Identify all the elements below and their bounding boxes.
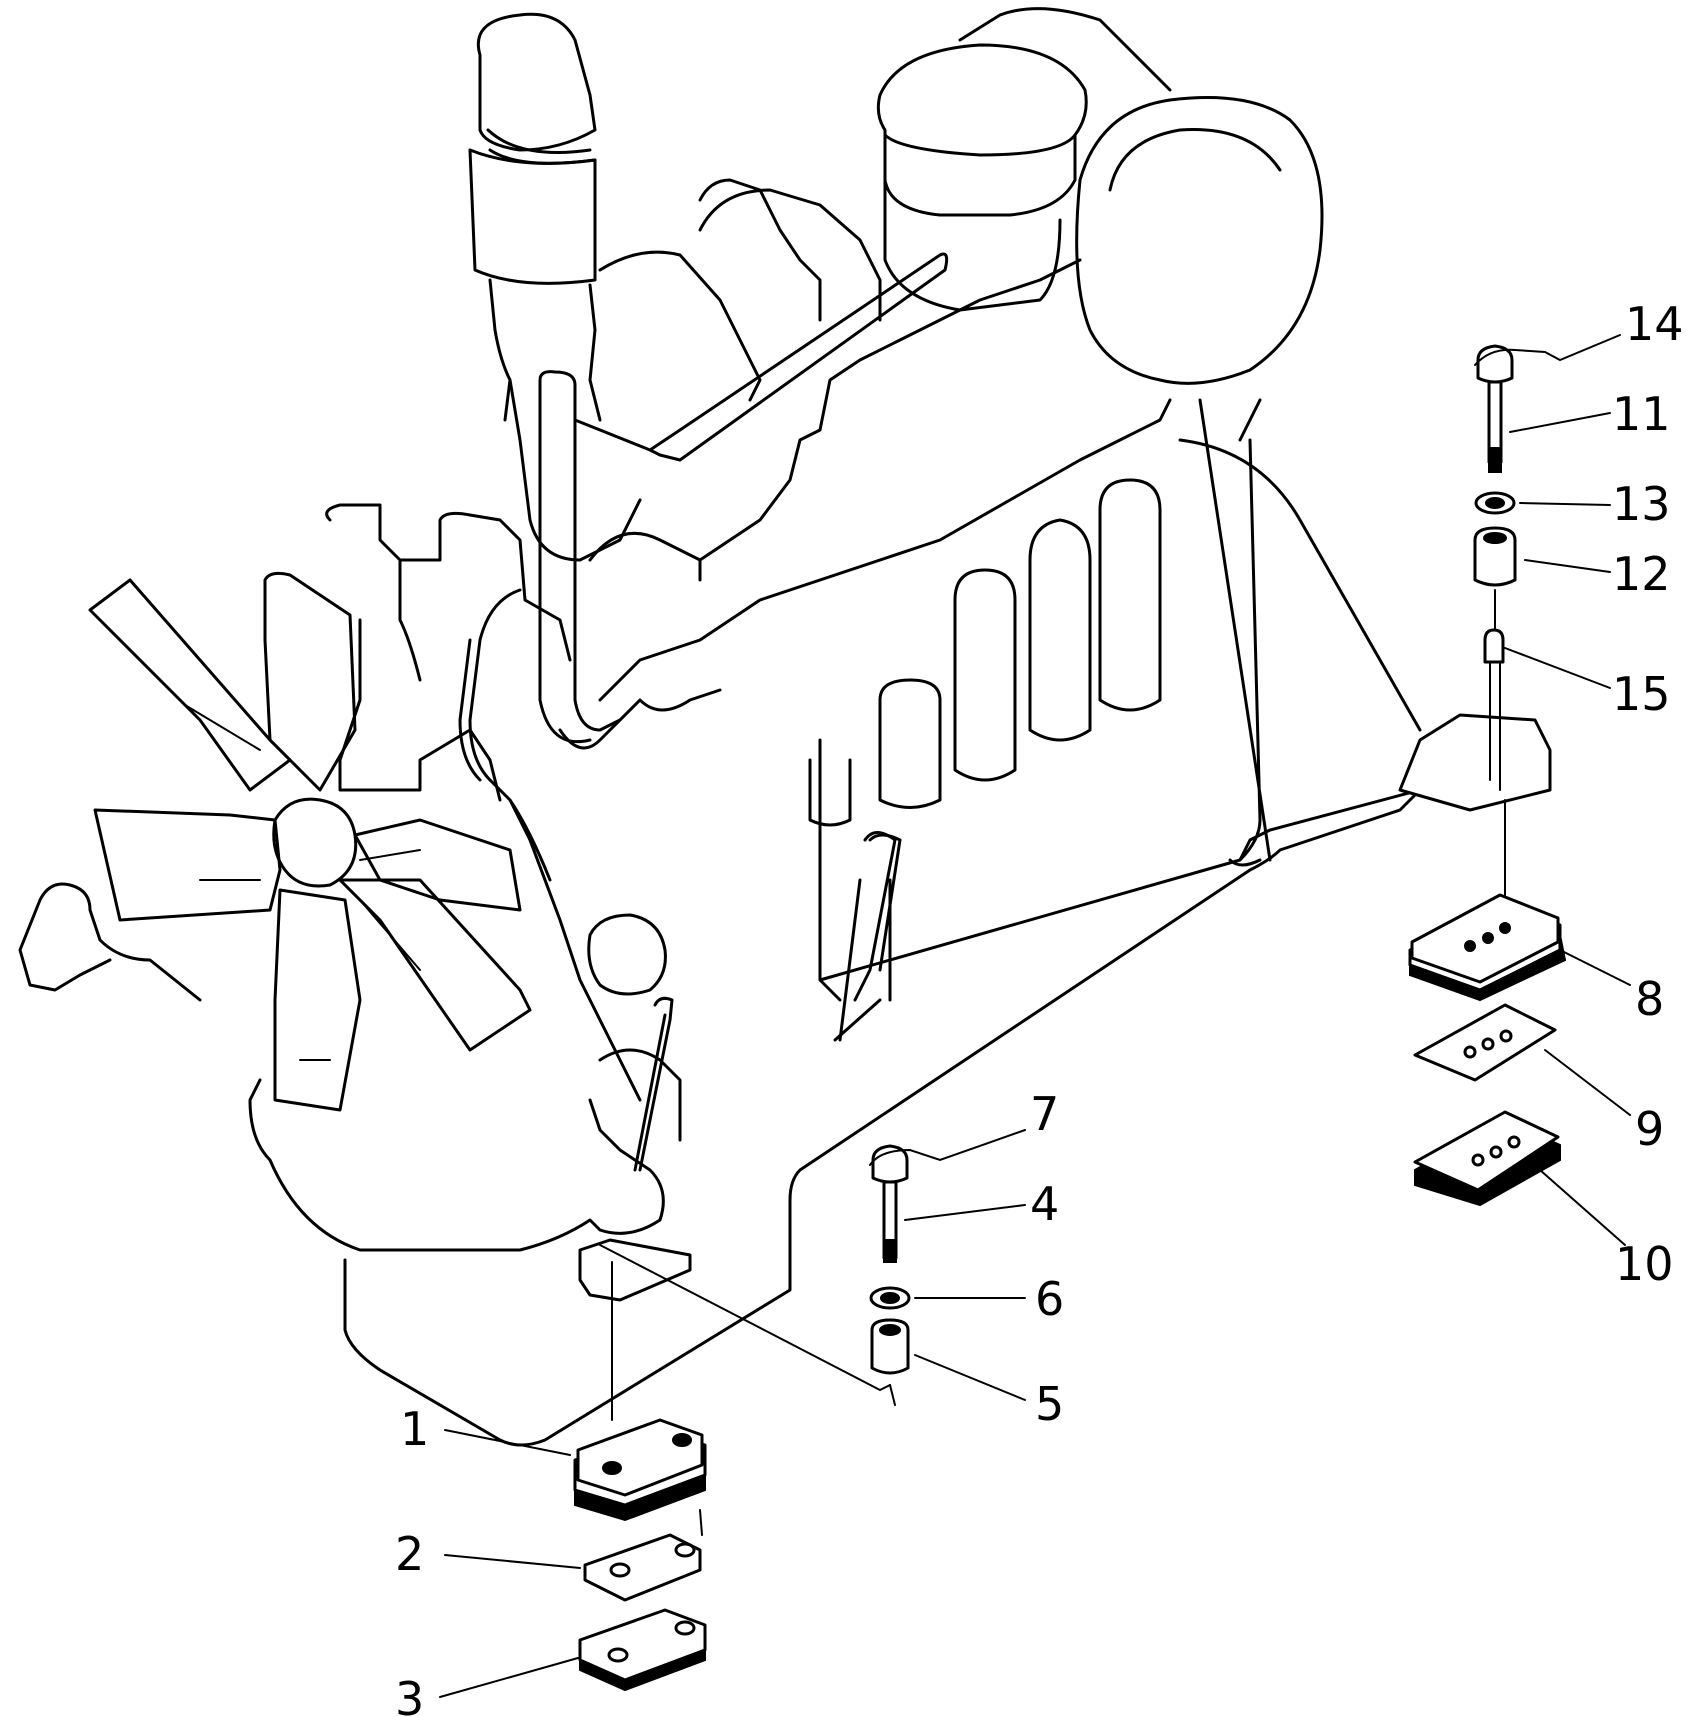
leader-12 — [1524, 559, 1611, 573]
intake-manifold-mid — [698, 188, 882, 322]
rear-housing — [1228, 398, 1262, 867]
exhaust-flex — [488, 278, 602, 422]
engine-assembly — [18, 7, 1422, 1447]
part-12-spacer — [1473, 526, 1517, 587]
part-3-base-plate — [578, 1608, 707, 1692]
callout-labels: 1 2 3 4 5 6 7 8 9 10 11 12 13 14 15 — [395, 297, 1684, 1717]
leader-7 — [869, 1129, 1026, 1166]
injection-pump-cylinder-2 — [1028, 518, 1092, 742]
callout-7: 7 — [1030, 1087, 1059, 1141]
front-mount-leader-end — [889, 1384, 896, 1406]
fan-blade-lower-right — [338, 878, 532, 1052]
callout-13: 13 — [1612, 477, 1671, 531]
leader-5 — [914, 1354, 1026, 1401]
leader-lines — [439, 334, 1631, 1698]
front-housing — [248, 1048, 682, 1252]
injection-pump-cylinder-3 — [1098, 478, 1162, 712]
dipstick — [833, 831, 897, 1042]
exhaust-pipe — [468, 148, 597, 285]
air-cleaner-body — [883, 133, 1077, 312]
leader-2 — [444, 1554, 581, 1569]
air-cleaner-housing — [958, 7, 1172, 92]
callout-10: 10 — [1615, 1237, 1674, 1291]
callout-3: 3 — [395, 1672, 424, 1717]
intake-manifold-left — [598, 250, 762, 402]
injection-pump-cylinder-4 — [878, 678, 942, 809]
breather-pipe — [538, 252, 949, 744]
fan-center-lines — [184, 704, 421, 1061]
air-cleaner-dome — [876, 43, 1088, 217]
timing-cover — [18, 882, 202, 1002]
exhaust-manifold — [508, 378, 642, 562]
callout-15: 15 — [1612, 667, 1671, 721]
muffler-inner — [1108, 128, 1282, 192]
alternator-bracket — [338, 618, 502, 802]
oil-dipstick-front — [633, 996, 674, 1172]
callout-14: 14 — [1625, 297, 1684, 351]
callout-1: 1 — [400, 1402, 429, 1456]
leader-8 — [1559, 949, 1631, 986]
part-9-rear-shim-plate — [1413, 1003, 1557, 1082]
fan-blade-right — [353, 818, 522, 912]
starter-motor — [325, 503, 572, 682]
callout-9: 9 — [1635, 1102, 1664, 1156]
callout-8: 8 — [1635, 972, 1664, 1026]
leader-13 — [1519, 502, 1611, 506]
callout-2: 2 — [395, 1527, 424, 1581]
part-4-bolt-thread — [883, 1239, 897, 1263]
rear-mount-hardware — [1473, 344, 1517, 631]
fan-hub — [272, 797, 358, 888]
exhaust-elbow — [477, 12, 597, 152]
front-mount-foot — [578, 1238, 692, 1302]
leader-14 — [1474, 334, 1621, 366]
part-10-rear-base-plate — [1413, 1110, 1561, 1207]
oil-filter — [587, 913, 667, 996]
callout-5: 5 — [1035, 1377, 1064, 1431]
oil-filter-line — [488, 778, 642, 1102]
fan-blade-lower — [273, 888, 362, 1112]
rear-mount-bracket — [1398, 628, 1552, 896]
leader-3 — [439, 1657, 579, 1698]
injection-pump-cylinder-1 — [953, 568, 1017, 782]
fan-blade-upper — [88, 578, 292, 792]
leader-11 — [1509, 412, 1611, 433]
callout-4: 4 — [1030, 1177, 1059, 1231]
engine-oil-pan — [343, 788, 1422, 1447]
fan-blade-left — [93, 808, 282, 922]
front-mount-bracket — [578, 1238, 896, 1421]
callout-6: 6 — [1035, 1272, 1064, 1326]
part-8-rear-rubber-mount — [1408, 893, 1567, 1002]
leader-1 — [444, 1429, 571, 1456]
front-mount-hardware — [869, 1144, 911, 1375]
part-2-shim-plate — [583, 1509, 703, 1602]
valve-cover — [558, 398, 1172, 750]
fuel-return-line — [458, 588, 522, 782]
leader-9 — [1544, 1049, 1631, 1116]
leader-4 — [904, 1204, 1026, 1221]
air-cleaner-left — [698, 178, 822, 322]
front-mount-leader — [599, 1244, 891, 1392]
leader-15 — [1504, 647, 1611, 689]
engine-block — [818, 398, 1422, 1002]
rear-mount-foot — [1398, 713, 1552, 812]
leader-10 — [1539, 1169, 1626, 1246]
callout-11: 11 — [1612, 387, 1671, 441]
callout-12: 12 — [1612, 547, 1671, 601]
part-1-rubber-mount — [573, 1418, 707, 1522]
part-15-guide-pin — [1483, 628, 1505, 664]
cylinder-head — [588, 258, 1082, 582]
part-11-bolt-thread — [1488, 447, 1502, 473]
muffler — [1075, 96, 1324, 385]
fan-blade-top — [263, 571, 357, 792]
